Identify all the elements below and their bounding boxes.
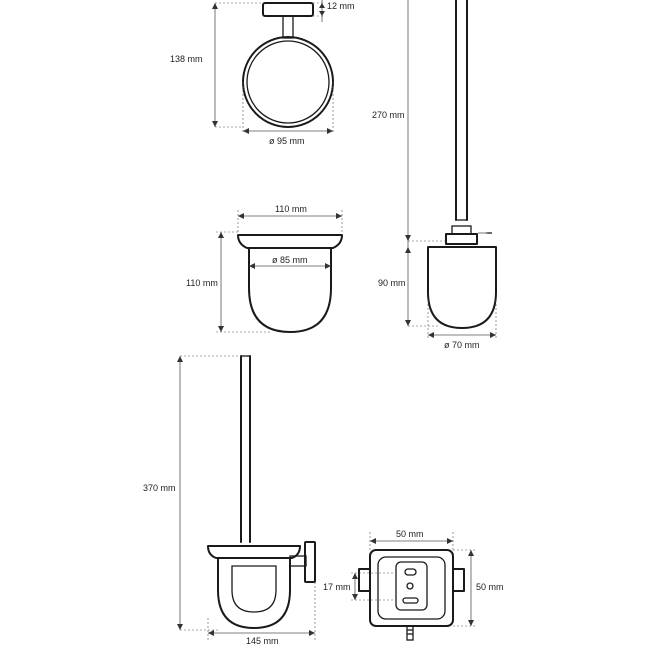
- brush-head-height-label: 90 mm: [378, 278, 406, 288]
- cup-rim: [237, 234, 343, 249]
- assembly-wall-plate: [304, 541, 316, 583]
- cup-inner-diameter-label: ø 85 mm: [272, 255, 308, 265]
- wall-plate-left-tab: [358, 568, 371, 592]
- ring-holder-view: 12 mm 138 mm ø 95 mm: [170, 0, 355, 146]
- brush-collar: [451, 225, 472, 235]
- ring-stem: [282, 15, 294, 39]
- total-height-label: 370 mm: [143, 483, 176, 493]
- assembly-cup-rim: [207, 545, 301, 559]
- ring-height-label: 138 mm: [170, 54, 203, 64]
- lower-slot: [402, 597, 419, 604]
- ring-mount-plate: [262, 2, 314, 17]
- cup-width-label: 110 mm: [275, 204, 307, 214]
- cup-height-label: 110 mm: [186, 278, 218, 288]
- brush-head: [427, 246, 497, 329]
- ring-inner: [246, 40, 330, 124]
- cup-view: 110 mm ø 85 mm 110 mm: [186, 204, 343, 333]
- plate-height-label: 50 mm: [476, 582, 504, 592]
- upper-slot: [404, 568, 417, 576]
- wall-plate-inner: [377, 556, 446, 620]
- brush-view: 270 mm 90 mm ø 70 mm: [372, 0, 497, 350]
- brush-head-diameter-label: ø 70 mm: [444, 340, 480, 350]
- brush-neck: [445, 233, 478, 245]
- assembly-view: 370 mm 145 mm: [143, 355, 316, 646]
- wall-plate-recess: [395, 561, 428, 611]
- cup-body: [248, 247, 332, 333]
- set-screw: [406, 625, 414, 641]
- wall-plate-view: 50 mm 50 mm 17 mm: [323, 529, 504, 641]
- screw-hole: [406, 582, 414, 590]
- ring-outer: [242, 36, 334, 128]
- ring-diameter-label: ø 95 mm: [269, 136, 305, 146]
- assembly-cup-body: [217, 557, 291, 629]
- ring-mount-depth-label: 12 mm: [327, 1, 355, 11]
- total-depth-label: 145 mm: [246, 636, 279, 646]
- wall-plate-right-tab: [452, 568, 465, 592]
- rod-length-label: 270 mm: [372, 110, 405, 120]
- assembly-brush-head: [231, 565, 277, 613]
- hole-spacing-label: 17 mm: [323, 582, 351, 592]
- plate-width-label: 50 mm: [396, 529, 424, 539]
